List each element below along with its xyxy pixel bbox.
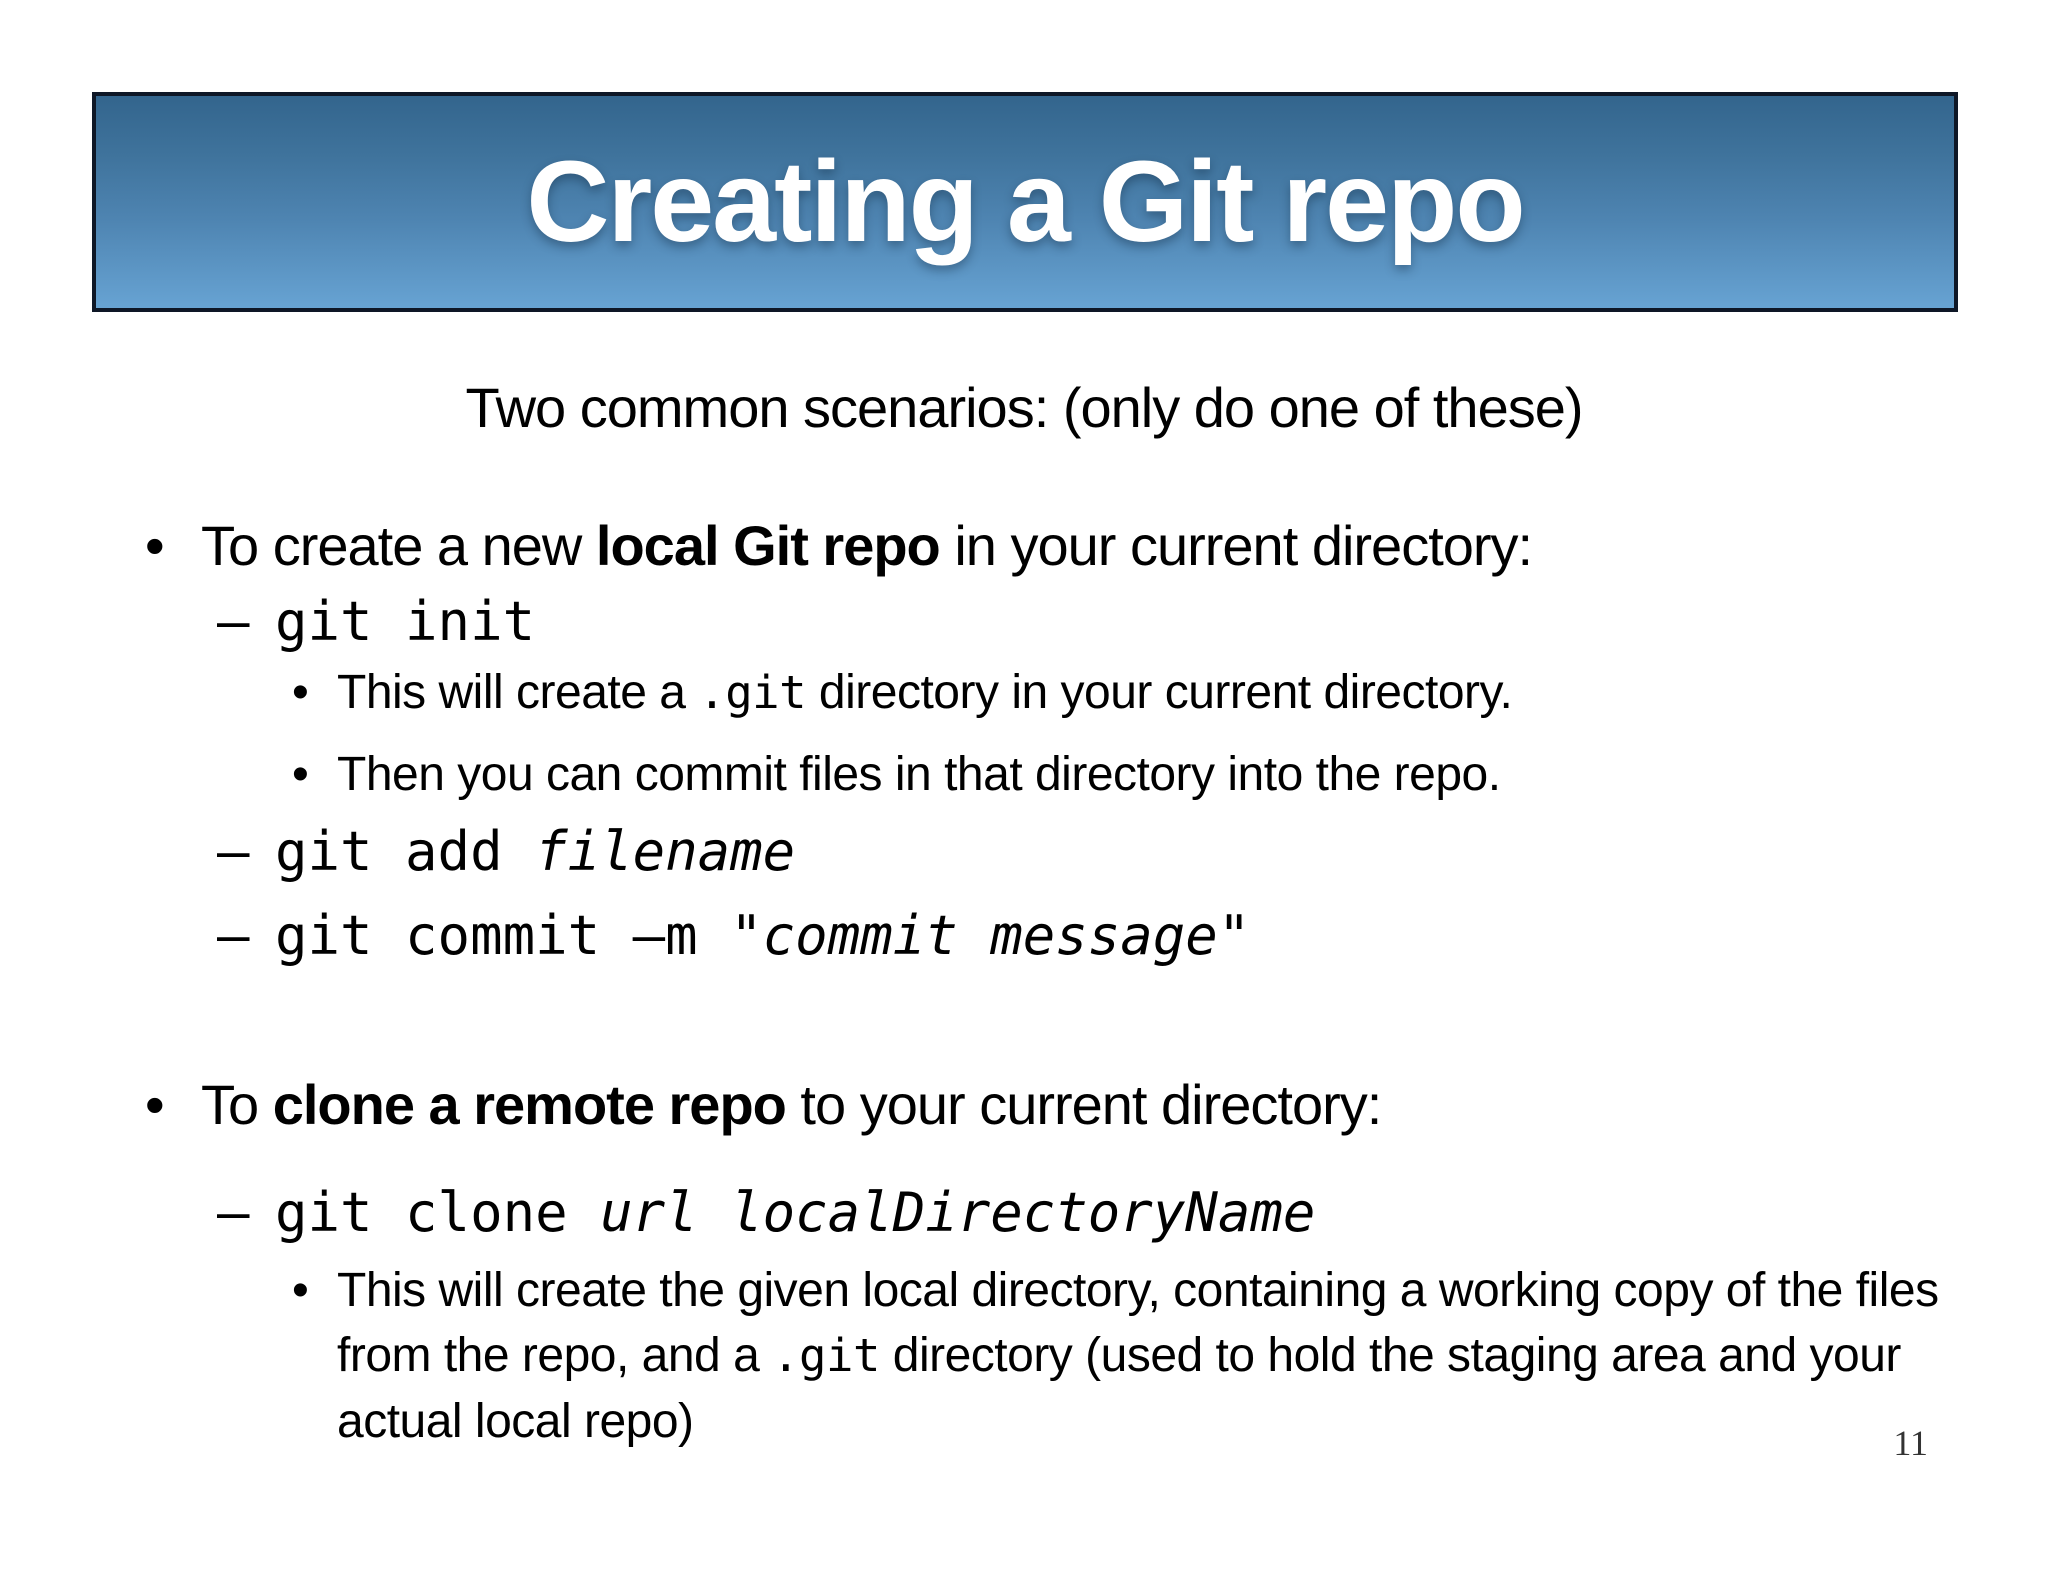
subbullet-clone-detail: • This will create the given local direct… bbox=[292, 1258, 1970, 1454]
cmd-git-clone: –git clone url localDirectoryName bbox=[217, 1181, 1315, 1246]
cmd-git-add: –git add filename bbox=[217, 820, 795, 885]
subbullet-git-directory-post: directory in your current directory. bbox=[806, 666, 1513, 719]
subbullet-commit-files: • Then you can commit files in that direc… bbox=[292, 746, 1501, 804]
dash-icon: – bbox=[217, 1181, 250, 1244]
title-banner: Creating a Git repo bbox=[92, 92, 1958, 312]
cmd-git-add-pre: git add bbox=[275, 820, 536, 883]
cmd-git-add-arg: filename bbox=[535, 820, 796, 883]
bullet-create-local-repo: • To create a new local Git repo in your … bbox=[145, 512, 1533, 579]
page-number: 11 bbox=[1893, 1423, 1928, 1463]
bullet-icon: • bbox=[145, 1073, 165, 1136]
cmd-git-init: –git init bbox=[217, 590, 535, 655]
bullet-clone-remote-repo: • To clone a remote repo to your current … bbox=[145, 1071, 1382, 1138]
bullet-create-local-repo-bold: local Git repo bbox=[595, 514, 941, 577]
cmd-git-commit-post: " bbox=[1217, 904, 1251, 967]
cmd-git-commit-arg: commit message bbox=[762, 904, 1218, 967]
inline-code-git-dir: .git bbox=[698, 666, 807, 719]
bullet-clone-remote-repo-pre: To bbox=[201, 1073, 273, 1136]
bullet-clone-remote-repo-post: to your current directory: bbox=[785, 1073, 1382, 1136]
inline-code-git-dir: .git bbox=[772, 1329, 880, 1383]
subbullet-clone-detail-pre: This will create the given local directo… bbox=[337, 1264, 1939, 1383]
cmd-git-init-text: git init bbox=[275, 590, 536, 653]
bullet-clone-remote-repo-bold: clone a remote repo bbox=[272, 1073, 787, 1136]
dash-icon: – bbox=[217, 820, 250, 883]
bullet-icon: • bbox=[292, 1264, 309, 1317]
slide-title: Creating a Git repo bbox=[526, 138, 1525, 266]
cmd-git-commit-pre: git commit –m " bbox=[275, 904, 763, 967]
bullet-icon: • bbox=[292, 666, 309, 719]
subbullet-git-directory-pre: This will create a bbox=[337, 666, 699, 719]
dash-icon: – bbox=[217, 590, 250, 653]
subbullet-clone-detail-post: directory (used to hold the staging area… bbox=[337, 1329, 1901, 1448]
bullet-create-local-repo-post: in your current directory: bbox=[939, 514, 1533, 577]
slide-subtitle: Two common scenarios: (only do one of th… bbox=[465, 376, 1583, 439]
subbullet-git-directory: • This will create a .git directory in yo… bbox=[292, 664, 1513, 722]
bullet-icon: • bbox=[145, 514, 165, 577]
dash-icon: – bbox=[217, 904, 250, 967]
cmd-git-clone-args: url localDirectoryName bbox=[600, 1181, 1316, 1244]
cmd-git-clone-pre: git clone bbox=[275, 1181, 601, 1244]
cmd-git-commit: –git commit –m "commit message" bbox=[217, 904, 1250, 969]
subbullet-commit-files-text: Then you can commit files in that direct… bbox=[337, 748, 1501, 801]
bullet-create-local-repo-pre: To create a new bbox=[201, 514, 596, 577]
bullet-icon: • bbox=[292, 748, 309, 801]
